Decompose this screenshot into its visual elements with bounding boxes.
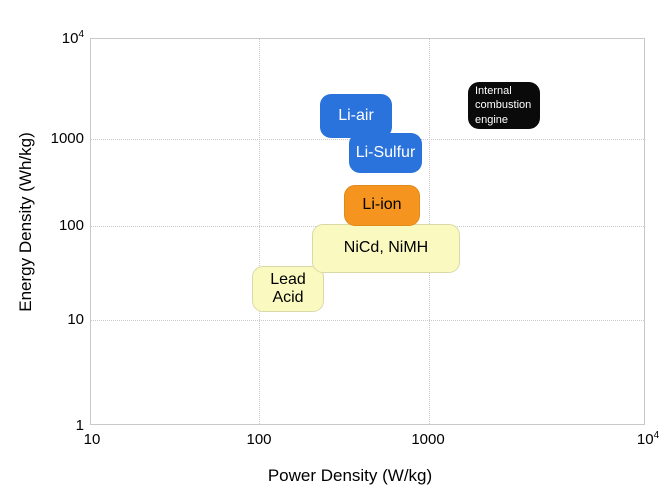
y-tick-10000: 104 xyxy=(61,29,84,47)
x-tick-10000: 104 xyxy=(636,430,660,448)
region-li-air-label: Li-air xyxy=(338,106,374,124)
y-axis-title: Energy Density (Wh/kg) xyxy=(16,132,35,312)
gridline-x-100 xyxy=(259,39,260,424)
region-ice-label-line2: combustion xyxy=(475,99,532,112)
region-li-sulfur: Li-Sulfur xyxy=(349,133,422,173)
y-tick-10: 10 xyxy=(67,311,84,328)
region-lead-acid-label-line1: Lead xyxy=(270,270,306,288)
x-tick-10: 10 xyxy=(83,431,101,448)
y-tick-1: 1 xyxy=(75,417,84,434)
region-li-sulfur-label: Li-Sulfur xyxy=(355,143,416,161)
x-tick-100: 100 xyxy=(246,431,272,448)
region-internal-combustion-engine: Internal combustion engine xyxy=(468,82,540,129)
region-ice-label-line3: engine xyxy=(475,113,509,126)
x-tick-1000: 1000 xyxy=(411,431,445,448)
region-lead-acid: Lead Acid xyxy=(252,266,324,312)
y-tick-1000: 1000 xyxy=(50,130,84,147)
x-tick-10000-exponent: 4 xyxy=(653,430,660,441)
region-lead-acid-label-line2: Acid xyxy=(272,289,304,306)
region-ice-label-line1: Internal xyxy=(475,85,512,98)
y-tick-100: 100 xyxy=(58,217,84,234)
region-nicd-nimh-label: NiCd, NiMH xyxy=(343,239,429,257)
gridline-y-10 xyxy=(91,320,644,321)
x-axis-ticks: 10 100 1000 104 xyxy=(0,430,668,454)
region-li-ion-label: Li-ion xyxy=(362,196,402,214)
y-tick-10000-exponent: 4 xyxy=(78,29,84,40)
x-axis-title: Power Density (W/kg) xyxy=(267,466,433,485)
region-li-air: Li-air xyxy=(320,94,392,138)
region-li-ion: Li-ion xyxy=(344,185,420,226)
region-nicd-nimh: NiCd, NiMH xyxy=(312,224,460,273)
y-axis-ticks: 104 1000 100 10 1 xyxy=(0,0,84,501)
